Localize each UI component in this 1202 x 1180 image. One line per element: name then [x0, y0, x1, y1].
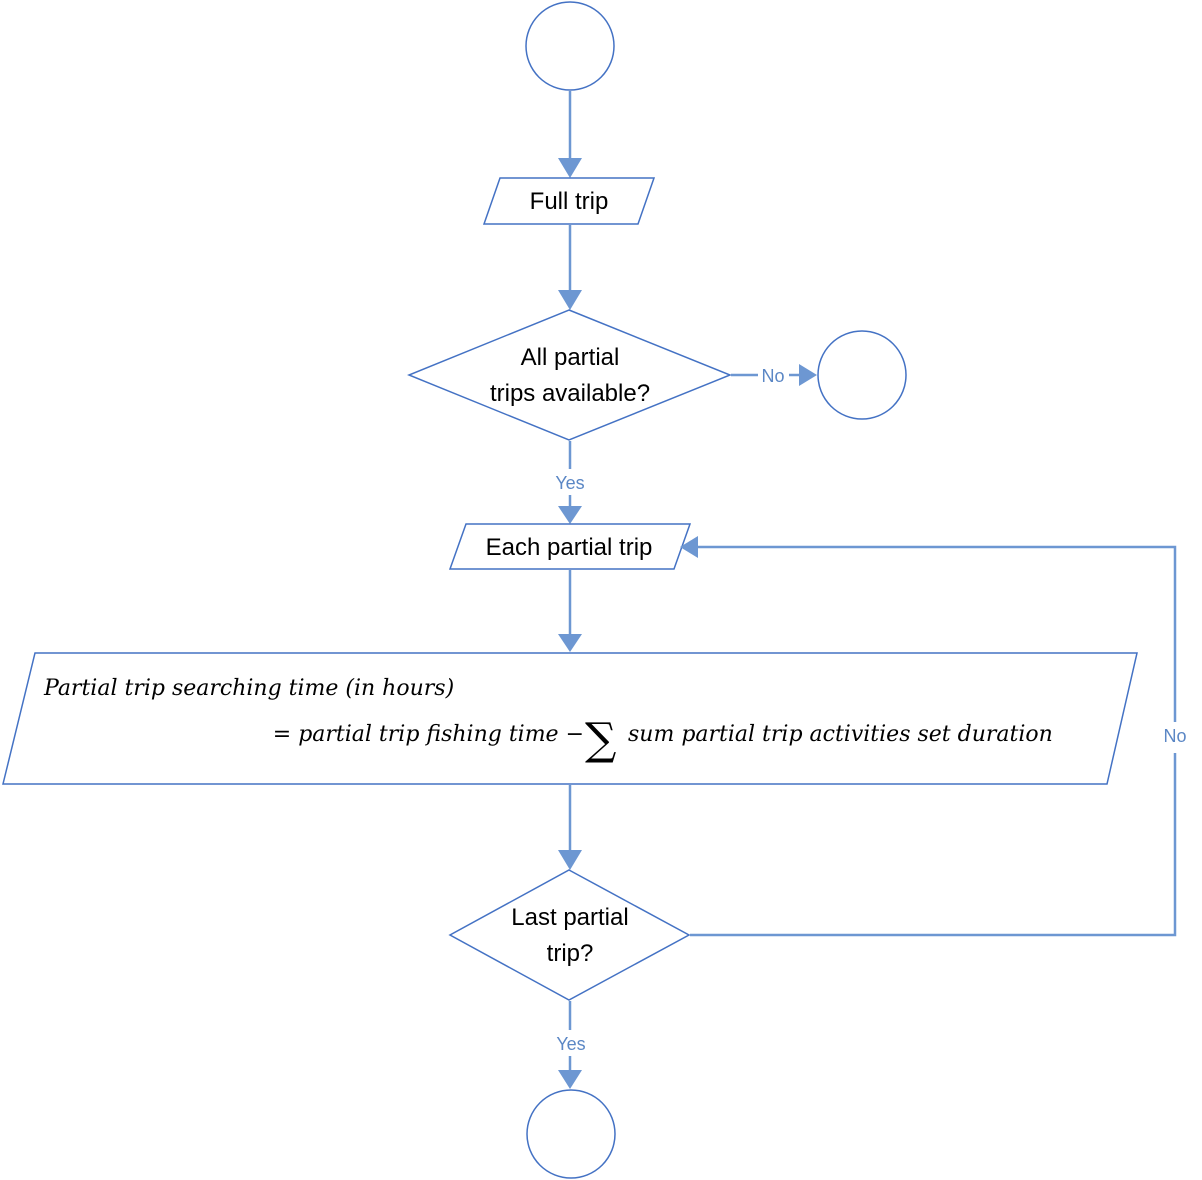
start-node	[525, 1, 615, 91]
full-trip-node	[482, 177, 656, 225]
formula-line2-left: = partial trip fishing time −	[273, 722, 584, 747]
arrowhead	[680, 536, 698, 558]
last-partial-yes-label: Yes	[556, 1034, 585, 1054]
arrowhead	[799, 364, 817, 386]
arrowhead	[558, 158, 582, 178]
all-partial-label-line1: All partial	[521, 344, 620, 371]
full-trip-label: Full trip	[530, 188, 609, 215]
each-partial-trip-node	[448, 523, 692, 570]
formula-line2-right: sum partial trip activities set duration	[628, 722, 1053, 747]
edge-last-partial-no-b	[692, 545, 1177, 722]
edge-last-partial-no-a	[690, 753, 1177, 937]
arrowhead	[558, 506, 582, 524]
no-terminal-node	[817, 330, 907, 420]
formula-node	[2, 652, 1138, 785]
last-partial-label-line1: Last partial	[511, 904, 628, 931]
all-partial-decision-node	[407, 309, 733, 441]
all-partial-no-label: No	[761, 366, 784, 386]
last-partial-no-label: No	[1163, 726, 1186, 746]
each-partial-trip-label: Each partial trip	[486, 534, 653, 561]
arrowhead	[558, 290, 582, 310]
last-partial-label-line2: trip?	[547, 940, 594, 967]
all-partial-label-line2: trips available?	[490, 380, 650, 407]
arrowhead	[558, 850, 582, 870]
last-partial-decision-node	[448, 869, 691, 1001]
arrowhead	[558, 1070, 582, 1089]
edge-label-bg	[548, 470, 592, 494]
edge-label-bg	[758, 362, 790, 388]
edge-label-bg	[1155, 724, 1195, 750]
edge-label-bg	[548, 1031, 594, 1055]
formula-line1: Partial trip searching time (in hours)	[43, 676, 454, 701]
end-node	[526, 1089, 616, 1179]
arrowhead	[558, 634, 582, 652]
formula-sigma: ∑	[585, 714, 616, 765]
all-partial-yes-label: Yes	[555, 473, 584, 493]
